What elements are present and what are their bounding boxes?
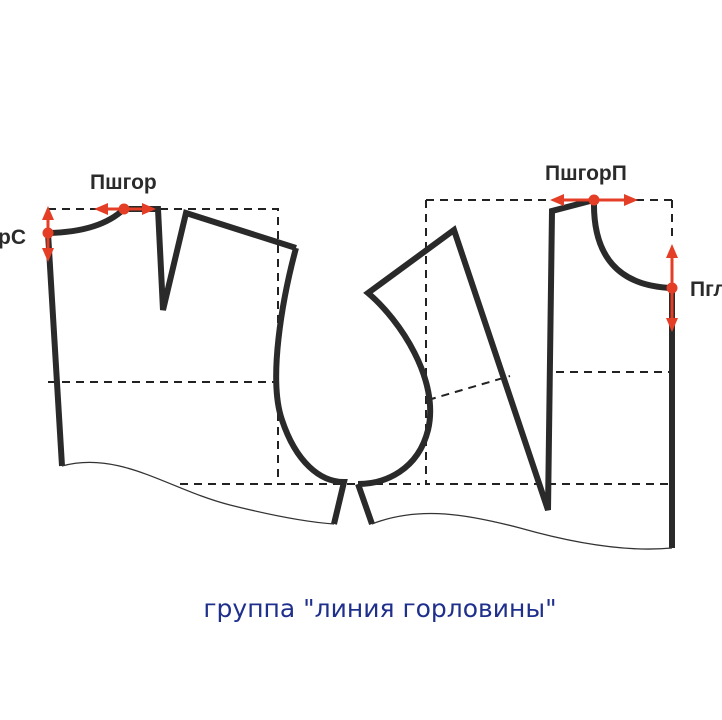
front-construction-lines <box>425 199 673 485</box>
label-back-neck-height: рС <box>0 226 26 249</box>
label-back-neck-width: Пшгор <box>90 171 157 194</box>
measure-front-neck-width <box>550 194 638 206</box>
measure-back-neck-height <box>42 206 54 262</box>
back-armhole-outline <box>273 247 348 525</box>
label-front-neck-depth: Пгл <box>690 278 722 301</box>
front-neckline-outline <box>590 199 675 548</box>
front-armhole-outline <box>355 197 595 525</box>
label-front-neck-width: ПшгорП <box>545 162 627 185</box>
front-piece <box>355 197 675 550</box>
back-piece <box>44 206 420 525</box>
back-neckline-outline <box>44 206 297 467</box>
front-hem-line <box>371 512 673 550</box>
back-construction-lines <box>48 208 420 485</box>
caption: группа "линия горловины" <box>203 594 556 623</box>
back-hem-line <box>61 461 335 525</box>
measure-back-neck-width <box>94 203 156 215</box>
measure-front-neck-depth <box>666 244 678 332</box>
